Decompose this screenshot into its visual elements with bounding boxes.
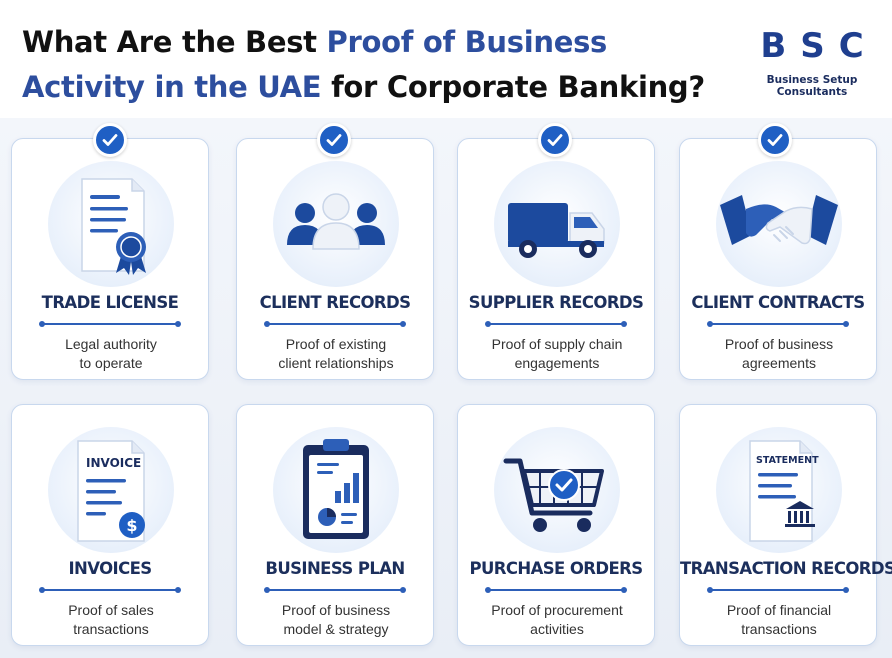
- desc-line: to operate: [79, 355, 143, 371]
- card-description: Proof of business model & strategy: [247, 601, 425, 639]
- certificate-icon: [48, 161, 174, 287]
- clipboard-chart-icon: [273, 427, 399, 553]
- checkmark-icon: [758, 123, 792, 157]
- checkmark-icon: [317, 123, 351, 157]
- card-description: Proof of sales transactions: [22, 601, 200, 639]
- logo-subtitle: Business Setup: [766, 74, 858, 86]
- title-part-highlight: Activity in the UAE: [22, 70, 322, 104]
- card-description: Proof of existing client relationships: [247, 335, 425, 373]
- logo-letter: B: [760, 26, 787, 66]
- invoice-document-icon: INVOICE $: [48, 427, 174, 553]
- title-part: for Corporate Banking?: [321, 70, 705, 104]
- card-description: Proof of business agreements: [690, 335, 868, 373]
- desc-line: transactions: [741, 621, 817, 637]
- logo-letter: C: [838, 26, 864, 66]
- divider: [485, 321, 627, 327]
- handshake-icon: [716, 161, 842, 287]
- title-part: What Are the Best: [22, 25, 327, 59]
- card-title: INVOICES: [68, 559, 152, 578]
- desc-line: model & strategy: [283, 621, 389, 637]
- bsc-logo: B S C Business Setup Consultants: [756, 18, 868, 104]
- card-title: SUPPLIER RECORDS: [468, 293, 644, 312]
- desc-line: Proof of existing: [285, 336, 387, 352]
- card-title: PURCHASE ORDERS: [469, 559, 643, 578]
- divider: [485, 587, 627, 593]
- desc-line: engagements: [514, 355, 600, 371]
- divider: [707, 587, 849, 593]
- desc-line: transactions: [73, 621, 149, 637]
- svg-text:$: $: [126, 516, 137, 535]
- card-client-records: CLIENT RECORDS Proof of existing client …: [236, 138, 434, 380]
- card-transaction-records: STATEMENT TRANSACTION RECORDS Proof of f…: [679, 404, 892, 646]
- divider: [264, 587, 406, 593]
- logo-letter: S: [800, 26, 825, 66]
- card-title: CLIENT CONTRACTS: [691, 293, 865, 312]
- checkmark-icon: [538, 123, 572, 157]
- desc-line: Proof of business: [724, 336, 834, 352]
- card-description: Proof of procurement activities: [468, 601, 646, 639]
- page-title: What Are the Best Proof of Business Acti…: [22, 20, 722, 110]
- divider: [264, 321, 406, 327]
- desc-line: Proof of procurement: [491, 602, 623, 618]
- desc-line: Proof of financial: [726, 602, 832, 618]
- desc-line: activities: [530, 621, 584, 637]
- desc-line: client relationships: [278, 355, 394, 371]
- card-description: Legal authority to operate: [22, 335, 200, 373]
- desc-line: agreements: [742, 355, 816, 371]
- checkmark-icon: [93, 123, 127, 157]
- card-invoices: INVOICE $ INVOICES Proof of sales transa…: [11, 404, 209, 646]
- delivery-truck-icon: [494, 161, 620, 287]
- statement-label: STATEMENT: [756, 455, 819, 466]
- divider: [39, 587, 181, 593]
- title-part-highlight: Proof of Business: [326, 25, 608, 59]
- card-title: CLIENT RECORDS: [259, 293, 411, 312]
- shopping-cart-icon: [494, 427, 620, 553]
- card-title: TRADE LICENSE: [41, 293, 179, 312]
- card-title: BUSINESS PLAN: [265, 559, 405, 578]
- logo-subtitle: Consultants: [776, 86, 848, 98]
- card-business-plan: BUSINESS PLAN Proof of business model & …: [236, 404, 434, 646]
- card-purchase-orders: PURCHASE ORDERS Proof of procurement act…: [457, 404, 655, 646]
- divider: [39, 321, 181, 327]
- desc-line: Proof of business: [281, 602, 391, 618]
- card-description: Proof of financial transactions: [690, 601, 868, 639]
- invoice-label: INVOICE: [86, 456, 141, 470]
- desc-line: Legal authority: [65, 336, 157, 352]
- card-client-contracts: CLIENT CONTRACTS Proof of business agree…: [679, 138, 877, 380]
- card-description: Proof of supply chain engagements: [468, 335, 646, 373]
- bank-statement-icon: STATEMENT: [716, 427, 842, 553]
- card-title: TRANSACTION RECORDS: [680, 559, 892, 578]
- card-trade-license: TRADE LICENSE Legal authority to operate: [11, 138, 209, 380]
- people-group-icon: [273, 161, 399, 287]
- logo-letters: B S C: [756, 18, 868, 74]
- desc-line: Proof of sales: [68, 602, 154, 618]
- divider: [707, 321, 849, 327]
- card-supplier-records: SUPPLIER RECORDS Proof of supply chain e…: [457, 138, 655, 380]
- desc-line: Proof of supply chain: [491, 336, 623, 352]
